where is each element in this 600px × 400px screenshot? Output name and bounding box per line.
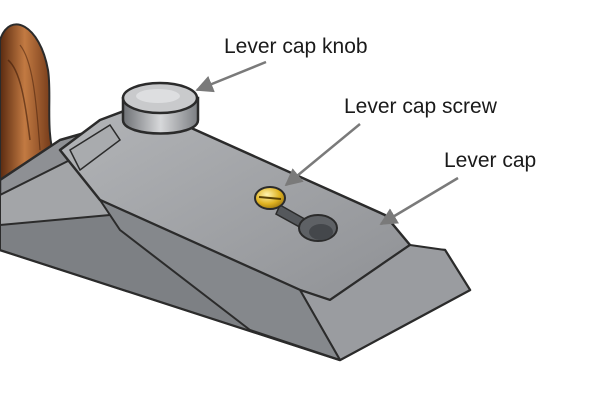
knob-arrow [195,60,267,93]
lever-cap-knob [121,81,200,135]
label-lever-cap-screw: Lever cap screw [344,95,498,118]
lever-cap-screw [254,186,286,210]
lever-cap [58,103,471,361]
screw-arrow [284,123,361,187]
label-lever-cap-knob: Lever cap knob [224,35,368,58]
callout-arrows [195,60,459,226]
keyhole-slot [275,203,338,242]
cap-arrow [379,176,459,226]
label-lever-cap: Lever cap [444,149,536,172]
